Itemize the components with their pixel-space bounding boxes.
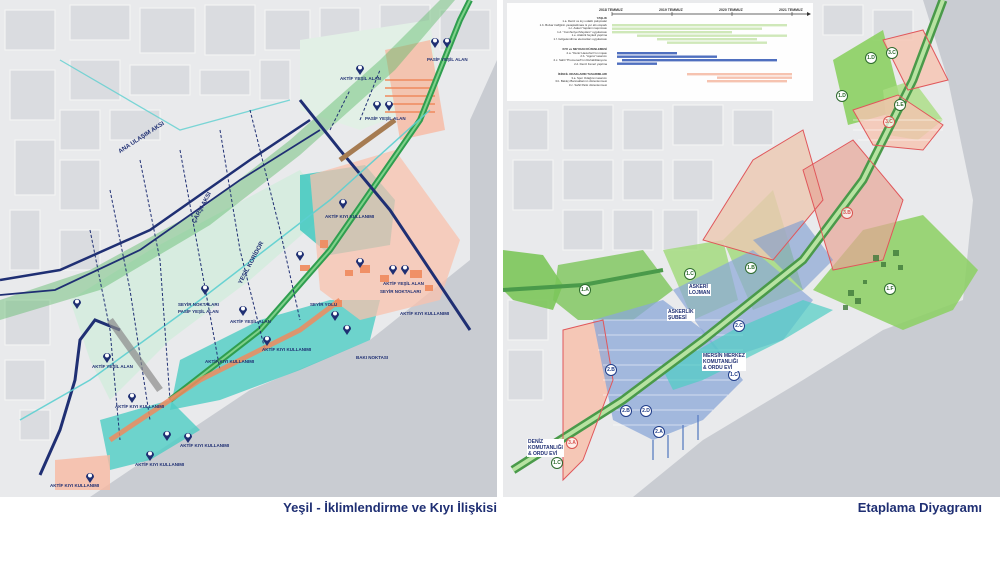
phase-1b[interactable]: 1.B <box>745 262 757 274</box>
left-map-panel: ANA ULAŞIM AKSI ÇARŞI AKSI YEŞİL KORİDOR… <box>0 0 497 497</box>
caption-left: Yeşil - İklimlendirme ve Kıyı İlişkisi <box>283 500 497 515</box>
phase-2b-b[interactable]: 2.B <box>620 405 632 417</box>
map-pin-icon[interactable] <box>183 430 193 443</box>
map-pin-icon[interactable] <box>262 333 272 346</box>
phase-2b-a[interactable]: 2.B <box>605 364 617 376</box>
phase-3c-top[interactable]: 3.C <box>886 47 898 59</box>
map-pin-icon[interactable] <box>442 35 452 48</box>
left-map-drawing <box>0 0 497 497</box>
gantt-task-label: 1.f. Gölgelendirme elemanları uygulaması <box>553 36 607 41</box>
gantt-task-label: 1.d. "Cumhuriyet Meydanı" uygulaması <box>557 29 607 34</box>
gantt-task-label: 1.e. Atatürk heykeli yapılma <box>571 33 607 38</box>
label-pasif-yesil-1: PASİF YEŞİL ALAN <box>427 57 468 62</box>
phase-1e[interactable]: 1.E <box>894 99 906 111</box>
phase-1c-c[interactable]: 1.C <box>551 457 563 469</box>
label-aktif-kiyi-6: AKTİF KIYI KULLANIMI <box>180 443 230 448</box>
label-aktif-kiyi-3: AKTİF KIYI KULLANIMI <box>262 347 312 352</box>
label-aktif-kiyi-5: AKTİF KIYI KULLANIMI <box>115 404 165 409</box>
label-seyir-1: SEYİR NOKTALARI <box>178 302 219 307</box>
map-pin-icon[interactable] <box>342 322 352 335</box>
label-aktif-kiyi-1: AKTİF KIYI KULLANIMI <box>325 214 375 219</box>
gantt-task-label: 2.a. "Deniz Havuzları"nın inşası <box>566 50 607 55</box>
map-pin-icon[interactable] <box>238 303 248 316</box>
map-pin-icon[interactable] <box>400 262 410 275</box>
map-pin-icon[interactable] <box>338 196 348 209</box>
label-aktif-kiyi-4: AKTİF KIYI KULLANIMI <box>205 359 255 364</box>
gantt-task-label: İKİNCİL ODAKLARIN TASARIMLARI <box>557 72 607 77</box>
phase-1f[interactable]: 1.F <box>884 283 896 295</box>
map-pin-icon[interactable] <box>200 282 210 295</box>
gantt-year-2020: 2020 TEMMUZ <box>719 8 743 12</box>
map-pin-icon[interactable] <box>330 308 340 321</box>
gantt-task-label: 3.c. Sahil Parkı düzenlenmesi <box>568 82 607 87</box>
map-pin-icon[interactable] <box>372 98 382 111</box>
map-pin-icon[interactable] <box>85 470 95 483</box>
gantt-task-label: KIYI ve MEYDAN DÜZENLEMESİ <box>562 47 608 52</box>
gantt-task-label: YAŞLIK <box>596 15 607 20</box>
map-pin-icon[interactable] <box>162 428 172 441</box>
gantt-task-label: 2.d. Deniz Feneri yapılma <box>574 61 607 66</box>
label-pasif-yesil-3: PASİF YEŞİL ALAN <box>178 309 219 314</box>
phase-2c[interactable]: 2.C <box>733 320 745 332</box>
gantt-task-label: 3.a. Spor Odağının tasarımı <box>571 75 607 80</box>
label-aktif-kiyi-8: AKTİF KIYI KULLANIMI <box>50 483 100 488</box>
label-aktif-yesil-2: AKTİF YEŞİL ALAN <box>383 281 424 286</box>
label-pasif-yesil-2: PASİF YEŞİL ALAN <box>365 116 406 121</box>
gantt-task-label: 1.a. Deniz ve kıyı odaklı çalışmalar <box>562 19 607 24</box>
right-map-panel: 2018 TEMMUZ 2019 TEMMUZ 2020 TEMMUZ 2021… <box>503 0 1000 497</box>
label-seyir-yolu: SEYİR YOLU <box>310 302 338 307</box>
label-aktif-yesil-3: AKTİF YEŞİL ALAN <box>230 319 271 324</box>
right-map-drawing <box>503 0 1000 497</box>
phase-1d[interactable]: 1.D <box>865 52 877 64</box>
gantt-task-label: 2.b. "Agora" tasarımı <box>580 54 607 59</box>
gantt-chart: 2018 TEMMUZ 2019 TEMMUZ 2020 TEMMUZ 2021… <box>507 3 813 101</box>
map-pin-icon[interactable] <box>72 296 82 309</box>
gantt-task-label: 1.b. Bulvar trafiğinin yavaşlatılması & … <box>539 22 607 27</box>
label-aktif-kiyi-7: AKTİF KIYI KULLANIMI <box>135 462 185 467</box>
map-pin-icon[interactable] <box>102 350 112 363</box>
phase-1c-b[interactable]: 1.C <box>728 369 740 381</box>
phase-2d[interactable]: 2.D <box>640 405 652 417</box>
gantt-year-2019: 2019 TEMMUZ <box>659 8 683 12</box>
gantt-year-2021: 2021 TEMMUZ <box>779 8 803 12</box>
label-seyir-2: SEYİR NOKTALARI <box>380 289 421 294</box>
phase-1a[interactable]: 1.A <box>579 284 591 296</box>
phase-2a[interactable]: 2.A <box>653 426 665 438</box>
map-pin-icon[interactable] <box>384 98 394 111</box>
gantt-task-label: 1.c. Askeri Yapıların taşınması <box>568 26 607 31</box>
map-pin-icon[interactable] <box>430 35 440 48</box>
map-pin-icon[interactable] <box>355 255 365 268</box>
map-pin-icon[interactable] <box>295 248 305 261</box>
label-baki-noktasi: BAKI NOKTASI <box>356 355 389 360</box>
label-aktif-yesil-4: AKTİF YEŞİL ALAN <box>92 364 133 369</box>
gantt-year-2018: 2018 TEMMUZ <box>599 8 623 12</box>
caption-right: Etaplama Diyagramı <box>857 500 982 515</box>
phase-1c-a[interactable]: 1.C <box>684 268 696 280</box>
map-pin-icon[interactable] <box>355 62 365 75</box>
gantt-task-label: 2.c. Sahil "Promenad"nın Rehabilitasyonu <box>553 58 607 62</box>
label-aktif-yesil-1: AKTİF YEŞİL ALAN <box>340 76 381 81</box>
phase-3c[interactable]: 3.C <box>883 116 895 128</box>
label-aktif-kiyi-2: AKTİF KIYI KULLANIMI <box>400 311 450 316</box>
phase-1d-b[interactable]: 1.D <box>836 90 848 102</box>
map-pin-icon[interactable] <box>388 262 398 275</box>
phase-3b[interactable]: 3.B <box>841 207 853 219</box>
map-pin-icon[interactable] <box>145 448 155 461</box>
gantt-bars <box>611 12 811 83</box>
phase-3a[interactable]: 3.A <box>566 437 578 449</box>
map-pin-icon[interactable] <box>127 390 137 403</box>
gantt-task-label: 3.b. Balıkçı Barınaklarının düzenlenmesi <box>555 79 607 84</box>
